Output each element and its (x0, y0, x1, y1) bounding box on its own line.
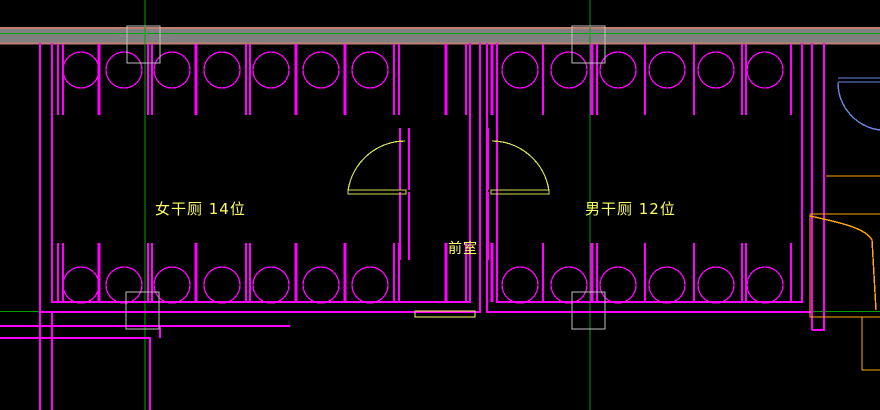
toilet-bowl[interactable] (648, 51, 686, 89)
toilet-bowl[interactable] (501, 51, 539, 89)
womens-room-boundary (39, 43, 481, 313)
womens-bottom-row-stalls[interactable] (57, 243, 467, 304)
toilet-bowls-mens-bottom (501, 266, 784, 304)
toilet-bowl[interactable] (550, 266, 588, 304)
toilet-bowl[interactable] (351, 266, 389, 304)
toilet-bowls-womens-top (62, 51, 389, 89)
toilet-partitions-womens-top (57, 44, 467, 115)
label-mens-room: 男干厕 12位 (585, 200, 676, 218)
lower-corridor-line-bottom (0, 337, 151, 410)
label-anteroom: 前室 (448, 241, 478, 257)
womens-top-row-stalls[interactable] (57, 44, 467, 115)
toilet-bowl[interactable] (105, 51, 143, 89)
top-wall-assembly (0, 27, 880, 45)
door-leaf-right[interactable] (490, 189, 550, 195)
label-womens-room: 女干厕 14位 (155, 200, 246, 218)
room-walls (0, 43, 825, 410)
top-wall-fill (0, 29, 880, 43)
mens-room-boundary (486, 43, 813, 313)
womens-room-inner-line (51, 43, 471, 303)
door-swing-arc-left (347, 140, 406, 192)
toilet-bowl[interactable] (252, 266, 290, 304)
toilet-bowls-mens-top (501, 51, 784, 89)
toilet-partitions-mens-bottom (490, 243, 803, 302)
toilet-partitions-mens-top (490, 44, 803, 115)
toilet-bowl[interactable] (648, 266, 686, 304)
toilet-bowl[interactable] (153, 51, 191, 89)
toilet-bowl[interactable] (746, 51, 784, 89)
anteroom-threshold (414, 310, 476, 318)
toilet-bowl[interactable] (105, 266, 143, 304)
toilet-bowl[interactable] (697, 266, 735, 304)
toilet-bowl[interactable] (697, 51, 735, 89)
basin-bowl-arc (837, 81, 880, 131)
anteroom-doors[interactable] (347, 128, 550, 260)
toilet-bowl[interactable] (550, 51, 588, 89)
toilet-bowl[interactable] (62, 266, 100, 304)
toilet-bowl[interactable] (62, 51, 100, 89)
grip-box-top-left[interactable] (126, 25, 161, 64)
anteroom-lower-opening (414, 310, 476, 318)
selection-grip-boxes[interactable] (125, 25, 606, 330)
toilet-bowl[interactable] (153, 266, 191, 304)
grip-box-bottom-right[interactable] (571, 291, 606, 330)
toilet-bowls-womens-bottom (62, 266, 389, 304)
door-swing-arc-right (491, 140, 550, 192)
fixture-contour (809, 215, 877, 311)
grip-box-bottom-left[interactable] (125, 291, 160, 330)
toilet-bowl[interactable] (203, 51, 241, 89)
toilet-bowl[interactable] (252, 51, 290, 89)
toilet-bowl[interactable] (599, 266, 637, 304)
fixture-lower-step (861, 317, 880, 371)
toilet-bowl[interactable] (599, 51, 637, 89)
fixture-left-edge (809, 214, 880, 318)
toilet-bowl[interactable] (351, 51, 389, 89)
right-corridor-wall-inner (812, 43, 825, 331)
toilet-bowl[interactable] (302, 266, 340, 304)
wash-basin-fixture[interactable] (837, 77, 880, 131)
service-fixture-orange[interactable] (809, 175, 880, 371)
mens-bottom-row-stalls[interactable] (490, 243, 803, 304)
toilet-bowl[interactable] (302, 51, 340, 89)
toilet-bowl[interactable] (501, 266, 539, 304)
toilet-bowl[interactable] (746, 266, 784, 304)
toilet-partitions-womens-bottom (57, 243, 467, 302)
toilet-bowl[interactable] (203, 266, 241, 304)
mens-top-row-stalls[interactable] (490, 44, 803, 115)
grip-box-top-right[interactable] (571, 25, 606, 64)
door-leaf-left[interactable] (347, 189, 407, 195)
